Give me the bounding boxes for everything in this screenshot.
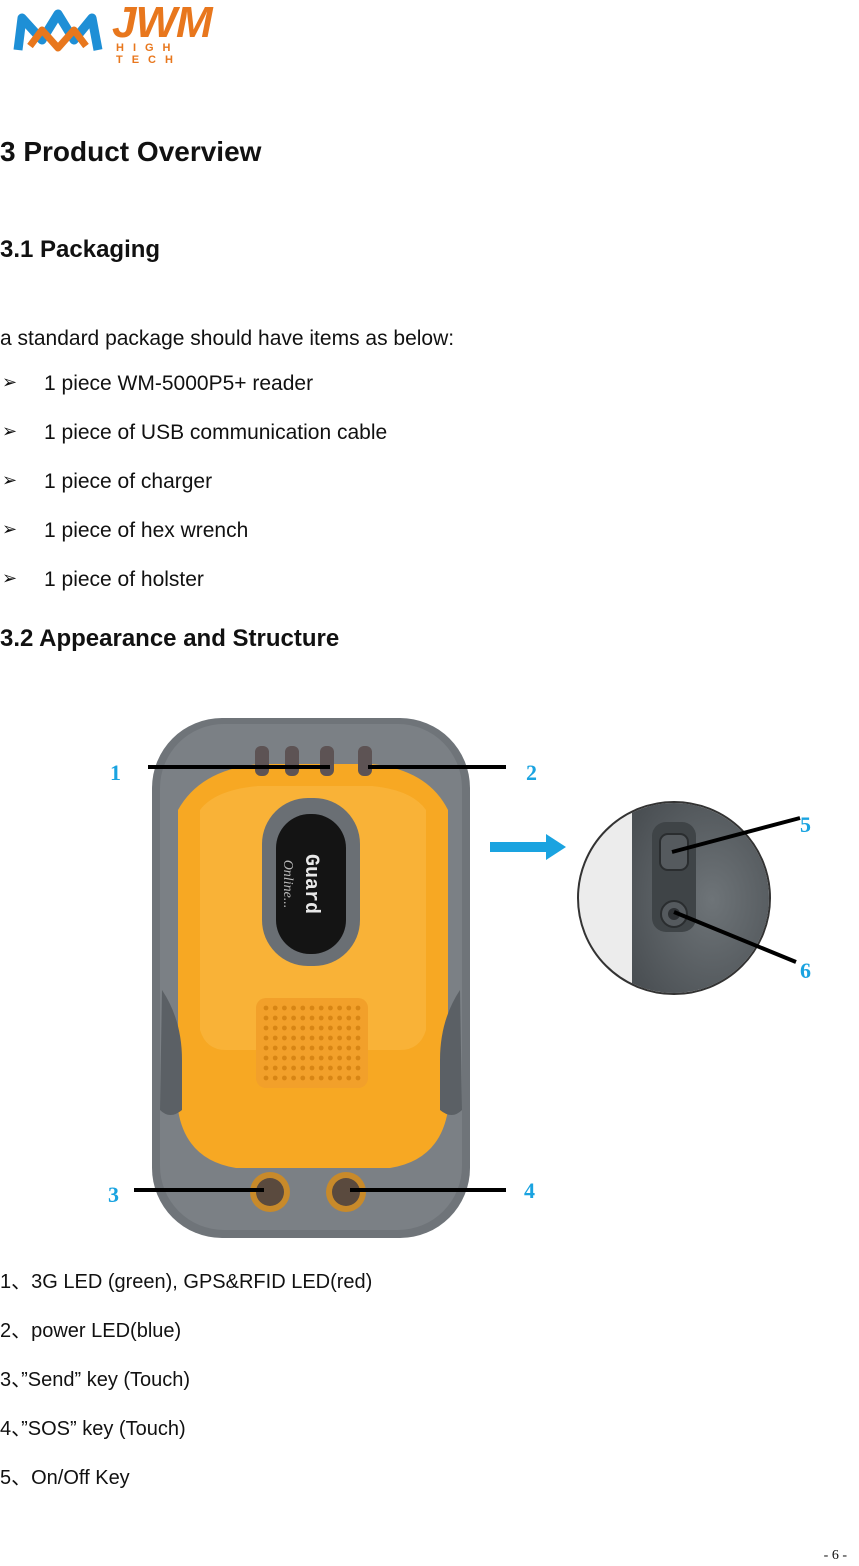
callout-4: 4 — [524, 1178, 535, 1203]
speaker-grille — [256, 998, 368, 1088]
device-brand-sublabel: Online... — [280, 860, 295, 909]
arrow-bullet-icon: ➢ — [2, 372, 18, 392]
device-brand-label: Guard — [299, 854, 322, 914]
list-item: ➢1 piece of hex wrench — [2, 519, 249, 542]
arrow-right-icon — [490, 834, 566, 860]
arrow-bullet-icon: ➢ — [2, 519, 18, 539]
arrow-bullet-icon: ➢ — [2, 568, 18, 588]
packaging-list: ➢1 piece WM-5000P5+ reader ➢1 piece of U… — [0, 372, 387, 617]
arrow-bullet-icon: ➢ — [2, 421, 18, 441]
logo-mark-icon — [13, 9, 103, 52]
device-diagram: Guard Online... 1 2 — [108, 718, 811, 1238]
list-item: ➢1 piece of charger — [2, 470, 213, 493]
callout-5: 5 — [800, 812, 811, 837]
section-heading-packaging: 3.1 Packaging — [0, 236, 161, 263]
list-item: ➢1 piece WM-5000P5+ reader — [2, 372, 314, 395]
arrow-bullet-icon: ➢ — [2, 470, 18, 490]
callout-2: 2 — [526, 760, 537, 785]
device-body: Guard Online... — [152, 718, 470, 1238]
list-item: ➢1 piece of USB communication cable — [2, 421, 388, 444]
list-item: 2、power LED(blue) — [0, 1320, 182, 1342]
page-title: 3 Product Overview — [0, 136, 262, 167]
list-item: 5、On/Off Key — [0, 1467, 130, 1489]
logo-wordmark: JWM — [112, 0, 213, 47]
packaging-intro: a standard package should have items as … — [0, 327, 455, 350]
company-logo: JWM HIGH TECH — [12, 0, 217, 66]
page-number: - 6 - — [823, 1548, 847, 1563]
list-item: ➢1 piece of holster — [2, 568, 204, 591]
section-heading-appearance: 3.2 Appearance and Structure — [0, 625, 340, 652]
callout-1: 1 — [110, 760, 121, 785]
list-item: 1、3G LED (green), GPS&RFID LED(red) — [0, 1271, 373, 1293]
list-item: 4、”SOS” key (Touch) — [0, 1418, 186, 1440]
list-item: 3、”Send” key (Touch) — [0, 1369, 191, 1391]
logo-tagline: HIGH TECH — [116, 42, 182, 66]
callout-3: 3 — [108, 1182, 119, 1207]
structure-descriptions: 1、3G LED (green), GPS&RFID LED(red) 2、po… — [0, 1265, 372, 1510]
zoom-detail-circle — [577, 801, 771, 995]
callout-6: 6 — [800, 958, 811, 983]
